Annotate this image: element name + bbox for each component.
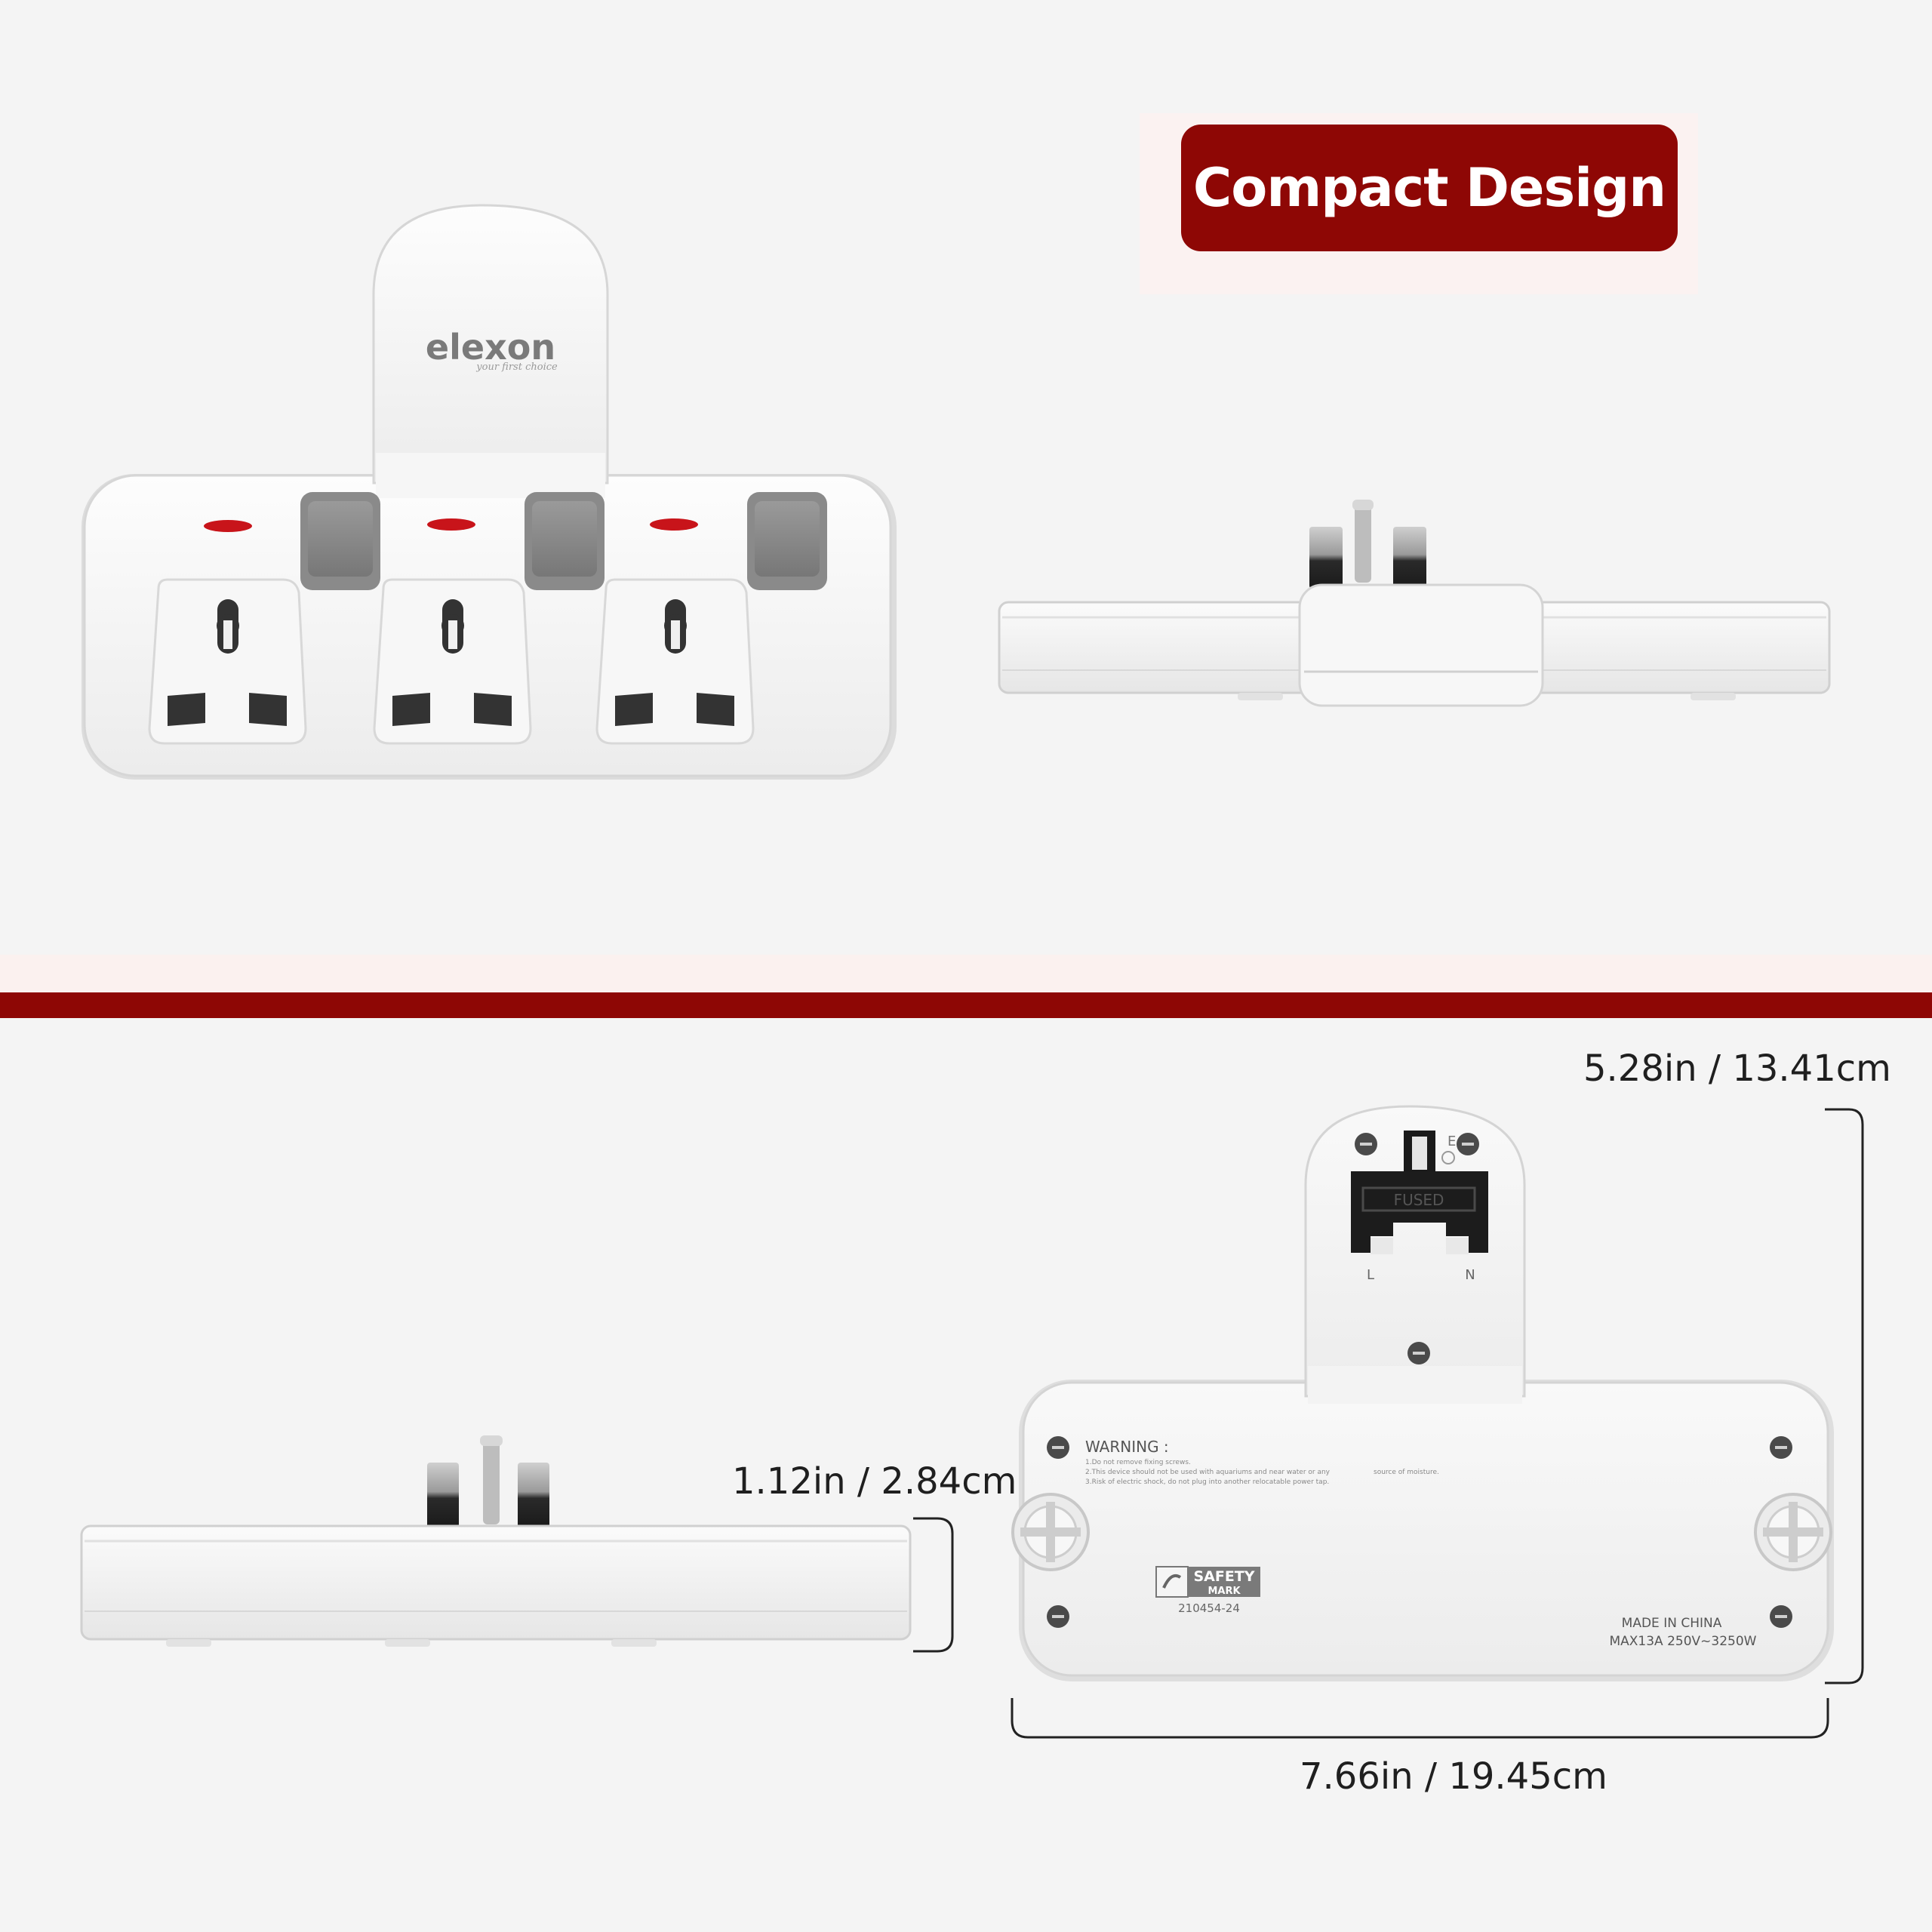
universal-socket-1[interactable] (148, 578, 307, 745)
safety-mark-bottom: MARK (1208, 1586, 1241, 1597)
pin-l-label: L (1367, 1267, 1374, 1283)
warning-title: WARNING : (1085, 1438, 1169, 1456)
adapter-side-view-bottom (80, 1435, 912, 1647)
adapter-side-view-top (998, 500, 1831, 707)
indicator-light-2 (427, 518, 475, 531)
divider-band (0, 992, 1932, 1018)
side-body (80, 1524, 912, 1641)
brand-logo: elexon (426, 327, 555, 368)
pin-n-label: N (1465, 1267, 1475, 1283)
mounting-knob-left (1011, 1493, 1090, 1571)
warning-line-3: 3.Risk of electric shock, do not plug in… (1085, 1478, 1329, 1486)
headline-text: Compact Design (1192, 157, 1666, 219)
earth-pin (1355, 500, 1371, 583)
safety-mark-top: SAFETY (1193, 1568, 1254, 1585)
front-plug-head (372, 204, 609, 485)
origin-label: MADE IN CHINA (1622, 1616, 1722, 1631)
neutral-pin (1393, 527, 1426, 589)
universal-socket-2[interactable] (373, 578, 532, 745)
neutral-pin (518, 1463, 549, 1527)
indicator-light-3 (650, 518, 698, 531)
back-body (1022, 1381, 1829, 1677)
width-dimension-label: 7.66in / 19.45cm (1300, 1755, 1607, 1798)
mounting-knob-right (1754, 1493, 1832, 1571)
pin-e-label: E (1447, 1134, 1456, 1149)
fuse-holder (1351, 1171, 1488, 1253)
universal-socket-3[interactable] (595, 578, 755, 745)
front-plug-join (376, 453, 605, 498)
adapter-front-view: elexon your first choice (82, 204, 897, 780)
warning-line-2: 2.This device should not be used with aq… (1085, 1469, 1331, 1476)
rocker-switch-3[interactable] (747, 492, 827, 590)
adapter-back-view: FUSED E L N (1011, 1105, 1834, 1681)
headline-badge: Compact Design (1181, 125, 1678, 251)
live-pin (1309, 527, 1343, 589)
indicator-light-1 (204, 520, 252, 532)
width-bracket (1011, 1698, 1829, 1739)
rocker-switch-2[interactable] (525, 492, 605, 590)
brand-tagline: your first choice (475, 361, 558, 373)
side-plug-hub (1298, 583, 1544, 707)
safety-code: 210454-24 (1178, 1601, 1240, 1615)
warning-line-1: 1.Do not remove fixing screws. (1085, 1459, 1191, 1466)
rating-label: MAX13A 250V~3250W (1609, 1634, 1756, 1649)
rocker-switch-1[interactable] (300, 492, 380, 590)
warning-extra: source of moisture. (1374, 1469, 1439, 1476)
earth-pin (483, 1435, 500, 1524)
height-dimension-label: 5.28in / 13.41cm (1583, 1048, 1891, 1090)
depth-dimension-label: 1.12in / 2.84cm (732, 1460, 1017, 1503)
safety-mark-logo: SAFETY MARK (1155, 1566, 1260, 1598)
fuse-label: FUSED (1394, 1191, 1444, 1209)
divider-band-glow (0, 955, 1932, 992)
live-pin (427, 1463, 459, 1527)
